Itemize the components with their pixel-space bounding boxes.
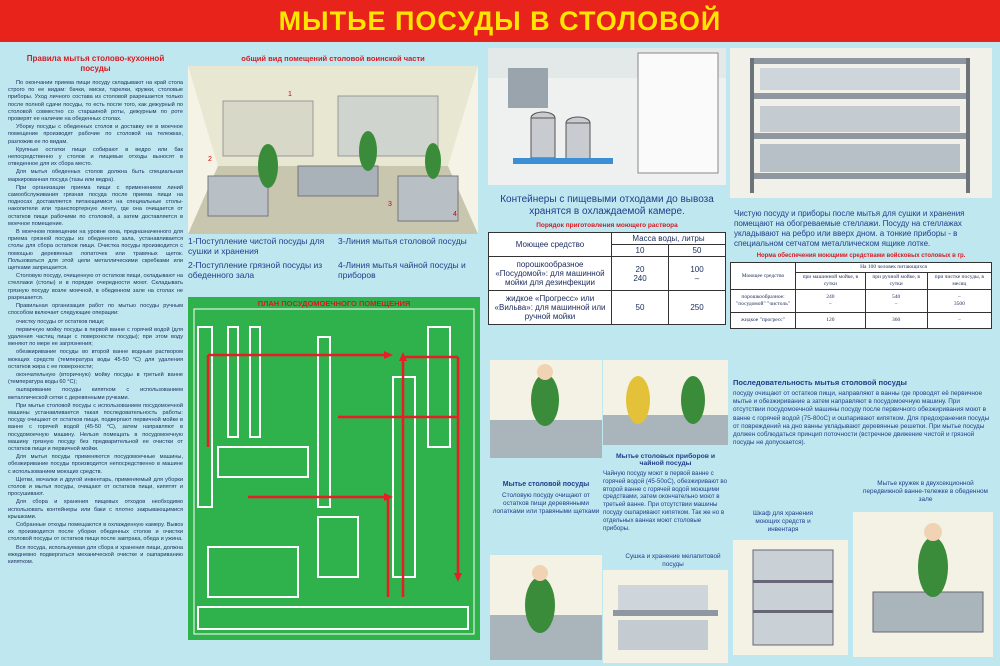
norms-col-agent: Моющее средство — [730, 262, 796, 290]
table-row: жидкое "прогресс" 120 360 – — [730, 312, 993, 329]
cabinet-illustration — [733, 540, 848, 655]
rules-paragraph: Уборку посуды с обеденных столов и доста… — [8, 124, 183, 145]
rules-paragraph: Для сбора и хранения пищевых отходов нео… — [8, 499, 183, 520]
containers-illustration — [488, 48, 726, 185]
solution-heading: Порядок приготовления моющего раствора — [536, 222, 678, 229]
tea-text: Чайную посуду моют в первой ванне с горя… — [603, 470, 728, 532]
table-row: порошкообразное «Посудомой»: для машинно… — [488, 256, 727, 291]
rules-paragraph: окончательную (вторичную) мойку посуды в… — [8, 371, 183, 386]
solution-sub-10: 10 — [611, 244, 669, 257]
page-title: МЫТЬЕ ПОСУДЫ В СТОЛОВОЙ — [278, 5, 722, 36]
solution-table: Моющее средство Масса воды, литры 10 50 … — [488, 232, 727, 325]
norms-c1-1: 240 – — [795, 289, 866, 313]
marker-2: 2 — [208, 156, 212, 163]
plan-drawing — [193, 308, 475, 635]
shelves-caption: Чистую посуду и приборы после мытья для … — [734, 209, 965, 248]
general-view-panel: общий вид помещений столовой воинской ча… — [188, 48, 478, 293]
norms-col-group: На 100 человек питающихся — [795, 262, 992, 273]
containers-caption: Контейнеры с пищевыми отходами до вывоза… — [500, 194, 714, 217]
norms-c2-2: 360 — [864, 312, 928, 329]
rules-paragraph: обезжиривание посуды во второй ванне вод… — [8, 349, 183, 370]
washer2-illustration — [490, 555, 602, 660]
drying-illustration — [603, 570, 728, 663]
solution-agent-2: жидкое «Прогресс» или «Вильва»: для маши… — [488, 290, 612, 325]
rules-paragraph: Для мытья посуды применяются посудомоечн… — [8, 454, 183, 475]
rules-paragraph: В моечном помещении на уровне окна, пред… — [8, 229, 183, 272]
mugs-illustration — [853, 512, 993, 657]
drying-caption: Сушка и хранение мелапитовой посуды — [625, 553, 721, 568]
general-view-heading: общий вид помещений столовой воинской ча… — [241, 54, 425, 63]
marker-1: 1 — [288, 91, 292, 98]
dishwashing-heading: Мытье столовой посуды — [502, 481, 590, 488]
norms-sub-2: при ручной мойке, в сутки — [864, 272, 928, 290]
solution-col-mass: Масса воды, литры — [611, 232, 726, 245]
marker-3: 3 — [388, 201, 392, 208]
rules-paragraph: Щетки, мочалки и другой инвентарь, приме… — [8, 476, 183, 498]
dishwashing-panel: Мытье столовой посуды Столовую посуду оч… — [490, 360, 602, 660]
washer-illustration — [490, 360, 602, 458]
solution-v50-2: 250 — [667, 290, 727, 325]
legend-4: 4-Линия мытья чайной посуды и приборов — [338, 260, 466, 280]
legend-3: 3-Линия мытья столовой посуды — [338, 236, 467, 246]
mugs-caption: Мытье кружек в двухсекционной передвижно… — [863, 480, 988, 503]
rules-paragraph: первичную мойку посуды в первой ванне с … — [8, 326, 183, 348]
shelves-illustration — [730, 48, 992, 198]
rules-paragraph: Крупные остатки пищи собирают в ведро ил… — [8, 146, 183, 168]
tea-heading: Мытье столовых приборов и чайной посуды — [615, 453, 715, 467]
solution-v50-1: 100 – — [667, 256, 727, 291]
solution-v10-2: 50 — [611, 290, 669, 325]
norms-c1-2: 120 — [795, 312, 866, 329]
norms-c3-2: – — [926, 312, 993, 329]
dishwashing-text: Столовую посуду очищают от остатков пищи… — [492, 492, 600, 515]
bottom-right-panel: Шкаф для хранения моющих средств и инвен… — [733, 478, 993, 660]
dishwashing-plan — [188, 297, 480, 640]
general-view-illustration: 1 2 3 4 — [188, 66, 478, 234]
legend-1: 1-Поступление чистой посуды для сушки и … — [188, 236, 325, 256]
norms-heading: Норма обеспечения моющими средствами вой… — [756, 253, 966, 259]
marker-4: 4 — [453, 211, 457, 218]
rules-paragraph: Столовую посуду, очищенную от остатков п… — [8, 273, 183, 301]
norms-c3-1: – 3500 — [926, 289, 993, 313]
tea-illustration — [603, 360, 728, 445]
rules-paragraph: ошпаривание посуды кипятком с использова… — [8, 387, 183, 401]
shelves-panel: Чистую посуду и приборы после мытья для … — [730, 48, 993, 373]
rules-paragraph: очистку посуды от остатков пищи; — [16, 318, 105, 325]
table-row: порошкообразное: "посудомой" "чистоль" 2… — [730, 289, 993, 313]
sequence-panel: Последовательность мытья столовой посуды… — [733, 378, 991, 473]
sequence-text: посуду очищают от остатков пищи, направл… — [733, 390, 990, 447]
rules-paragraph: Для мытья обеденных столов должна быть с… — [8, 169, 183, 183]
sequence-heading: Последовательность мытья столовой посуды — [733, 378, 907, 387]
rules-paragraph: Собранные отходы помещаются в охлажденну… — [8, 521, 183, 543]
norms-table: Моющее средство На 100 человек питающихс… — [730, 262, 993, 329]
rules-paragraph: При организации приема пищи с применение… — [8, 184, 183, 227]
rules-paragraph: По окончании приема пищи посуду складыва… — [8, 80, 183, 123]
norms-agent-2: жидкое "прогресс" — [730, 312, 796, 329]
solution-v10-1: 20 240 — [611, 256, 669, 291]
solution-agent-1: порошкообразное «Посудомой»: для машинно… — [488, 256, 612, 291]
rules-heading: Правила мытья столово-кухонной посуды — [26, 54, 165, 73]
norms-c2-1: 540 – — [864, 289, 928, 313]
rules-panel: Правила мытья столово-кухонной посуды По… — [8, 48, 183, 660]
containers-panel: Контейнеры с пищевыми отходами до вывоза… — [488, 48, 727, 348]
legend-2: 2-Поступление грязной посуды из обеденно… — [188, 260, 323, 280]
norms-sub-3: при чистке посуды, в месяц — [926, 272, 993, 290]
cabinet-caption: Шкаф для хранения моющих средств и инвен… — [752, 510, 814, 533]
solution-sub-50: 50 — [667, 244, 727, 257]
title-banner: МЫТЬЕ ПОСУДЫ В СТОЛОВОЙ — [0, 0, 1000, 42]
rules-body: По окончании приема пищи посуду складыва… — [8, 80, 183, 566]
rules-paragraph: Правильная организация работ по мытью по… — [8, 303, 183, 317]
norms-agent-1: порошкообразное: "посудомой" "чистоль" — [730, 289, 796, 313]
tea-panel: Мытье столовых приборов и чайной посуды … — [603, 360, 728, 663]
solution-col-agent: Моющее средство — [488, 232, 612, 257]
norms-sub-1: при машинной мойке, в сутки — [795, 272, 866, 290]
table-row: жидкое «Прогресс» или «Вильва»: для маши… — [488, 290, 727, 325]
rules-paragraph: Вся посуда, используемая для сбора и хра… — [8, 544, 183, 565]
rules-paragraph: При мытье столовой посуды с использовани… — [8, 402, 183, 452]
plan-heading: ПЛАН ПОСУДОМОЕЧНОГО ПОМЕЩЕНИЯ — [257, 299, 411, 308]
